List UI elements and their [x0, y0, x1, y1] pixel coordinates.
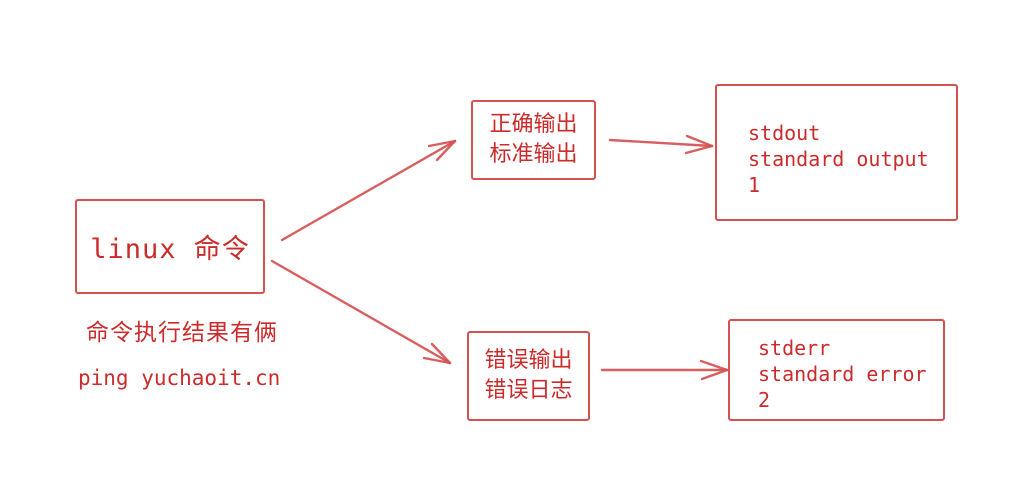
- node-correct-output-line: 标准输出: [489, 142, 578, 167]
- node-error-output-line: 错误输出: [484, 348, 573, 373]
- node-stderr-detail: stderr standard error 2: [728, 319, 945, 421]
- caption-ping-example: ping yuchaoit.cn: [78, 366, 281, 390]
- node-error-output-line: 错误日志: [484, 378, 573, 403]
- node-stdout-detail: stdout standard output 1: [715, 84, 958, 221]
- node-correct-output: 正确输出 标准输出: [471, 100, 596, 180]
- node-stdout-line: stdout: [748, 121, 821, 145]
- arrow-linux-to-correct-output: [280, 139, 457, 242]
- node-error-output: 错误输出 错误日志: [467, 331, 590, 421]
- node-linux-command-label: linux 命令: [90, 234, 250, 265]
- arrow-error-output-to-stderr: [600, 359, 729, 381]
- node-linux-command: linux 命令: [75, 199, 265, 294]
- arrow-correct-output-to-stdout: [608, 134, 714, 155]
- node-stderr-line: 2: [758, 388, 771, 412]
- node-stdout-line: 1: [748, 173, 761, 197]
- caption-command-results: 命令执行结果有俩: [86, 320, 278, 346]
- node-correct-output-line: 正确输出: [489, 112, 578, 137]
- node-stdout-line: standard output: [748, 147, 929, 171]
- arrow-linux-to-error-output: [270, 259, 452, 365]
- node-stderr-line: standard error: [758, 362, 927, 386]
- node-stderr-line: stderr: [758, 336, 831, 360]
